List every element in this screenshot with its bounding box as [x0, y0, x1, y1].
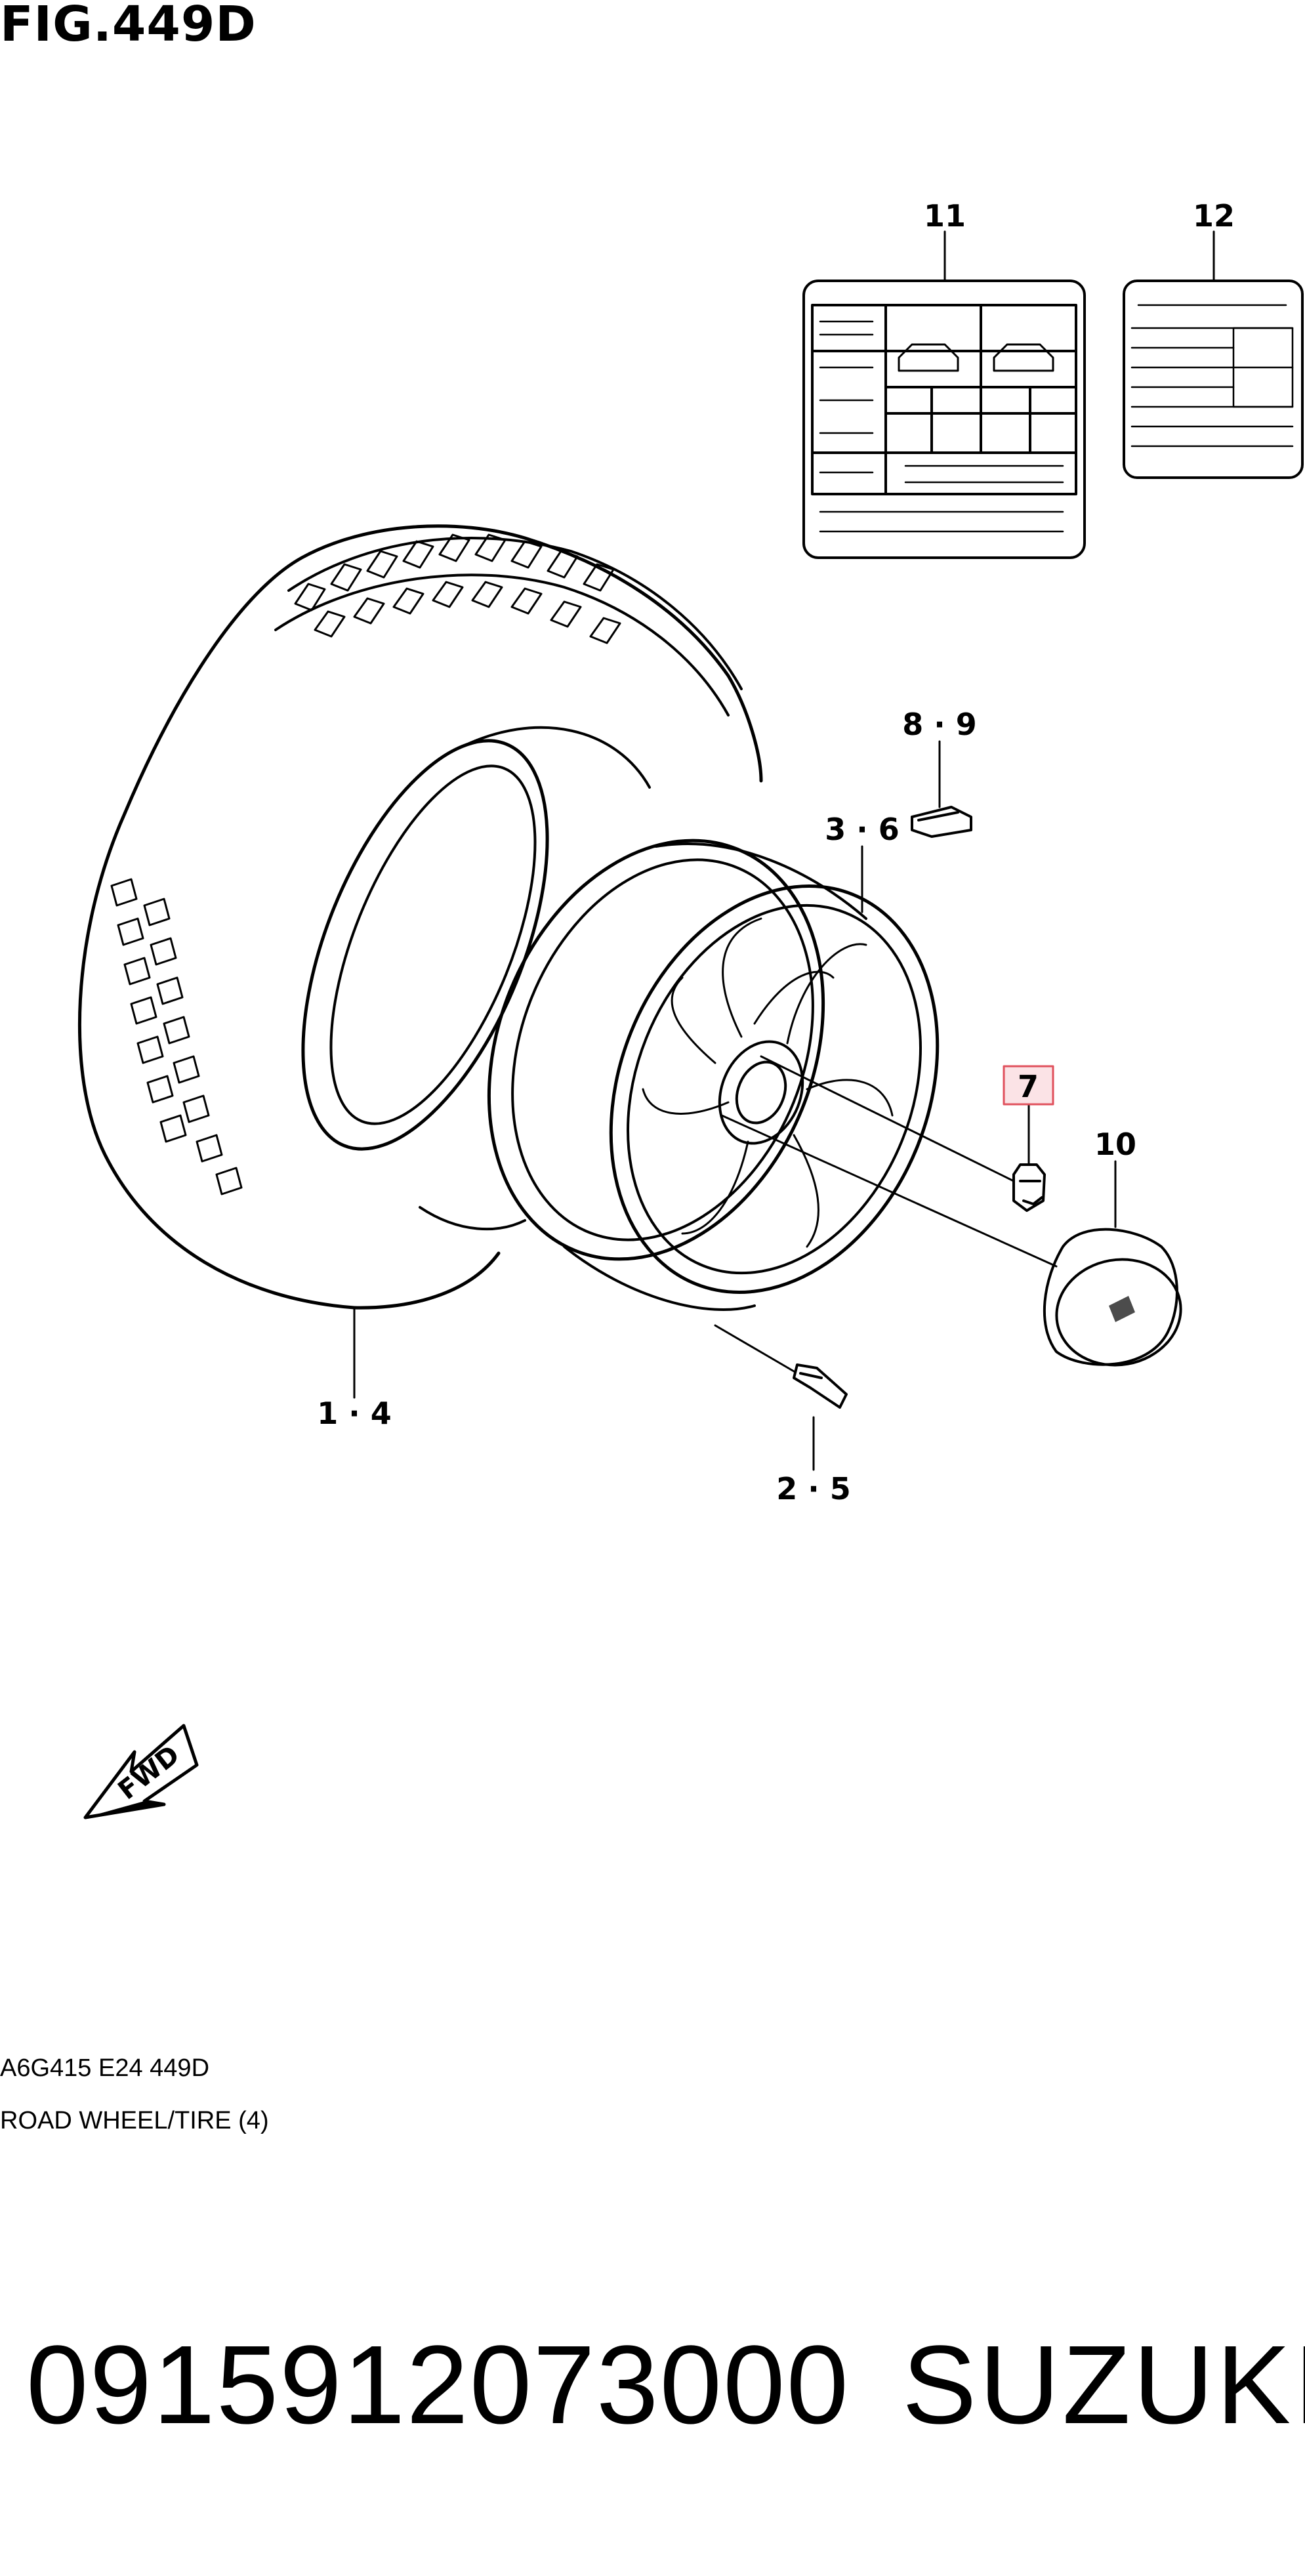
leader-lines	[353, 230, 1215, 1471]
callout-label-tire-placard: 11	[924, 198, 966, 234]
figure-title: FIG.449D	[0, 0, 257, 52]
callout-valve: 2 · 5	[776, 1471, 851, 1506]
figure-code: A6G415 E24 449D	[0, 2054, 210, 2082]
tire-drawing[interactable]	[77, 524, 763, 1310]
tire-placard-drawing[interactable]	[802, 280, 1086, 559]
nut-drawing[interactable]	[1012, 1163, 1046, 1212]
callout-nut: 7	[1018, 1069, 1039, 1104]
callout-cap: 10	[1094, 1127, 1136, 1162]
wheel-drawing[interactable]	[429, 790, 996, 1342]
figure-name: ROAD WHEEL/TIRE (4)	[0, 2107, 269, 2134]
cap-drawing[interactable]	[1043, 1228, 1190, 1375]
callout-sensor: 8 · 9	[902, 707, 977, 742]
sensor-drawing[interactable]	[911, 806, 972, 838]
callout-tire: 1 · 4	[317, 1396, 392, 1431]
callout-wheel: 3 · 6	[825, 812, 900, 847]
valve-drawing[interactable]	[793, 1363, 848, 1409]
callout-label-info: 12	[1193, 198, 1235, 234]
part-number: 0915912073000	[26, 2323, 850, 2447]
fwd-arrow: FWD	[83, 1724, 199, 1819]
callout-nut-highlight[interactable]: 7	[1003, 1065, 1054, 1106]
info-label-drawing[interactable]	[1123, 280, 1304, 479]
brand-name: SUZUKI	[902, 2323, 1305, 2447]
